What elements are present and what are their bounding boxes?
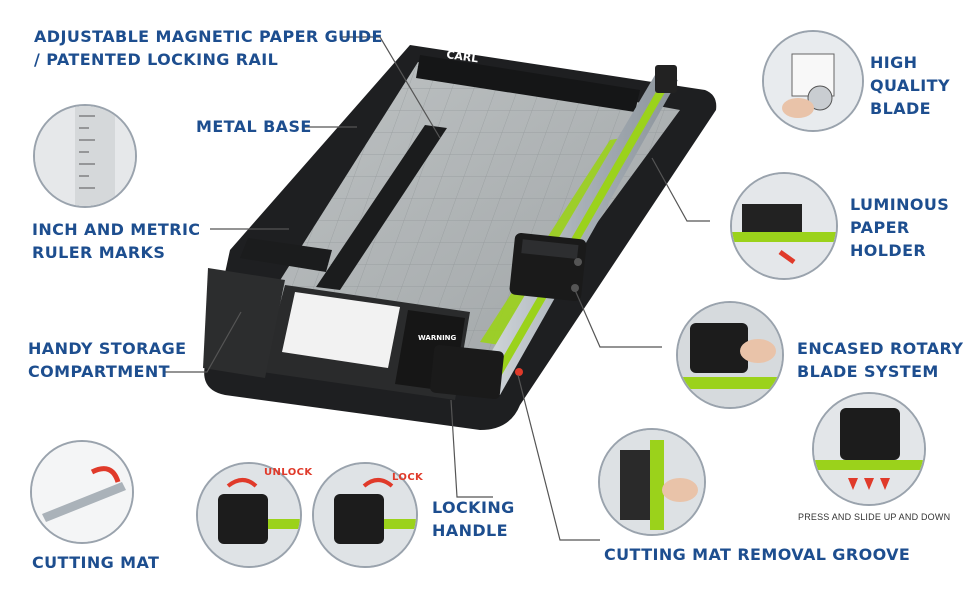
storage-label-2: COMPARTMENT — [28, 362, 170, 381]
ruler-marks-icon — [35, 106, 135, 206]
cutting-mat-circle — [30, 440, 134, 544]
leader-lines — [163, 36, 710, 541]
blade-label-1: HIGH — [870, 53, 918, 72]
ruler-label-1: INCH AND METRIC — [32, 220, 201, 239]
warning-label: WARNING — [418, 334, 457, 342]
rotary-label-1: ENCASED ROTARY — [797, 339, 964, 358]
rotary-circle — [676, 301, 784, 409]
blade-label-2: QUALITY — [870, 76, 950, 95]
paper-guide-label-1: ADJUSTABLE MAGNETIC PAPER GUIDE — [34, 27, 383, 46]
cutting-mat-icon — [32, 442, 132, 542]
blade-circle — [762, 30, 864, 132]
locking-handle-label-1: LOCKING — [432, 498, 515, 517]
paper-holder-circle — [730, 172, 838, 280]
groove-removal-icon — [600, 430, 704, 534]
unlock-handle-icon — [198, 464, 300, 566]
holder-label-3: HOLDER — [850, 241, 927, 260]
paper-guide-label-2: / PATENTED LOCKING RAIL — [34, 50, 279, 69]
magnetic-paper-guide — [316, 125, 447, 290]
groove-circle — [598, 428, 706, 536]
press-slide-caption: PRESS AND SLIDE UP AND DOWN — [798, 512, 951, 522]
lock-circle — [312, 462, 418, 568]
ruler-label-2: RULER MARKS — [32, 243, 166, 262]
locking-handle-label-2: HANDLE — [432, 521, 508, 540]
cutting-mat-label: CUTTING MAT — [32, 553, 160, 572]
metal-base-label: METAL BASE — [196, 117, 312, 136]
blade-icon — [764, 32, 862, 130]
brand-logo: CARL — [446, 48, 480, 65]
holder-label-1: LUMINOUS — [850, 195, 950, 214]
press-slide-circle — [812, 392, 926, 506]
lock-handle-icon — [314, 464, 416, 566]
press-slide-icon — [814, 394, 924, 504]
storage-label-1: HANDY STORAGE — [28, 339, 187, 358]
holder-label-2: PAPER — [850, 218, 910, 237]
rotary-label-2: BLADE SYSTEM — [797, 362, 939, 381]
unlock-label: UNLOCK — [264, 467, 313, 478]
ruler-closeup-circle — [33, 104, 137, 208]
unlock-circle — [196, 462, 302, 568]
curved-red-arrow-icon — [90, 466, 121, 483]
storage-compartment — [203, 268, 285, 378]
locking-handle-body — [430, 344, 504, 400]
paper-holder-icon — [732, 174, 836, 278]
lock-label: LOCK — [392, 472, 424, 483]
rotary-blade-icon — [678, 303, 782, 407]
blade-label-3: BLADE — [870, 99, 931, 118]
groove-label: CUTTING MAT REMOVAL GROOVE — [604, 545, 911, 564]
